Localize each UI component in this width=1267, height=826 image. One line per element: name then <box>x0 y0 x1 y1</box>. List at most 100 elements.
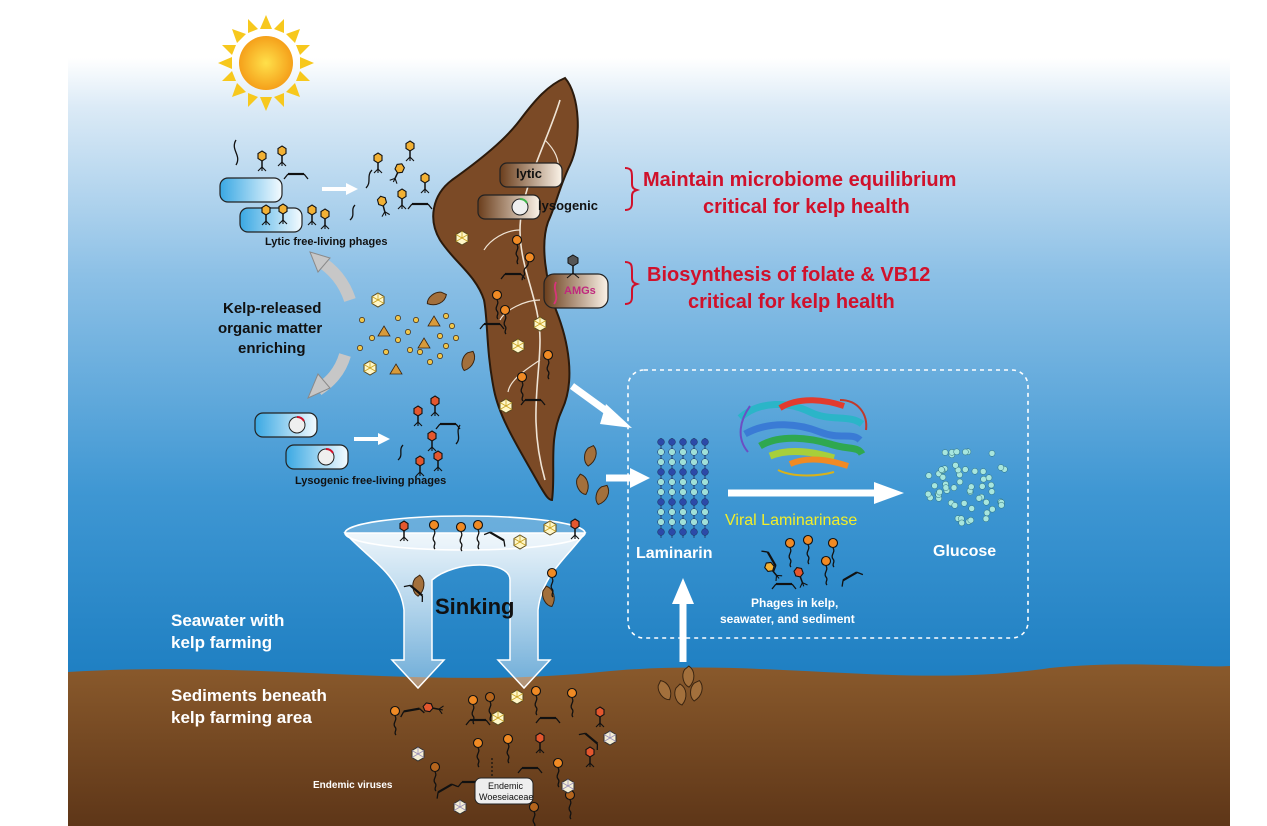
glucose-unit <box>668 448 676 456</box>
glucose-molecule <box>997 464 1005 471</box>
glucose-molecule <box>950 484 958 491</box>
sinking-funnel-icon <box>343 515 587 690</box>
glucose-molecule <box>998 501 1005 509</box>
glucose-unit <box>690 518 698 526</box>
glucose-icon <box>924 448 1008 527</box>
glucose-molecule <box>989 505 996 513</box>
glucose-molecule <box>962 448 969 456</box>
lysogenic-free-living-label: Lysogenic free-living phages <box>295 475 447 487</box>
glucose-unit <box>679 498 687 506</box>
glucose-unit <box>701 498 709 506</box>
organic-matter-icon <box>357 289 479 376</box>
maintain-label-1: Maintain microbiome equilibrium <box>643 169 957 191</box>
lytic-cell-icon <box>499 162 563 188</box>
glucose-molecule <box>968 505 975 512</box>
amgs-label: AMGs <box>564 285 596 297</box>
lytic-label: lytic <box>516 166 543 181</box>
amgs-host-cell-icon <box>543 254 609 309</box>
glucose-molecule <box>941 449 949 456</box>
seawater-label-1: Seawater with <box>171 611 285 630</box>
biosynth-label-2: critical for kelp health <box>688 291 895 313</box>
maintain-label-2: critical for kelp health <box>703 196 910 218</box>
glucose-unit <box>668 518 676 526</box>
lysogenic-released-phages <box>397 395 462 477</box>
kelp-released-label-3: enriching <box>238 340 306 357</box>
glucose-unit <box>657 498 665 506</box>
endemic-viruses-label: Endemic viruses <box>313 780 393 791</box>
lysogenic-cell-icon <box>477 194 541 220</box>
glucose-unit <box>701 448 709 456</box>
glucose-molecule <box>924 490 932 498</box>
phages-kelp-label-1: Phages in kelp, <box>751 596 839 610</box>
glucose-unit <box>679 478 687 486</box>
glucose-unit <box>668 438 676 446</box>
glucose-unit <box>701 468 709 476</box>
glucose-unit <box>701 518 709 526</box>
glucose-unit <box>690 498 698 506</box>
glucose-molecule <box>962 466 969 473</box>
glucose-unit <box>679 458 687 466</box>
glucose-molecule <box>960 500 968 507</box>
glucose-molecule <box>968 483 975 491</box>
sediment-layer <box>68 664 1230 826</box>
seawater-label-2: kelp farming <box>171 633 273 652</box>
viral-laminarinase-label: Viral Laminarinase <box>725 512 858 529</box>
laminarin-label: Laminarin <box>636 545 713 562</box>
glucose-molecule <box>983 509 991 517</box>
glucose-label: Glucose <box>933 543 997 560</box>
sinking-label: Sinking <box>435 594 515 619</box>
glucose-molecule <box>979 468 987 475</box>
phages-kelp-label-2: seawater, and sediment <box>720 612 855 626</box>
glucose-unit <box>668 528 676 536</box>
sediments-label-1: Sediments beneath <box>171 686 327 705</box>
glucose-unit <box>679 488 687 496</box>
glucose-unit <box>690 508 698 516</box>
glucose-unit <box>668 488 676 496</box>
glucose-unit <box>657 488 665 496</box>
endemic-woeseiaceae-label-1: Endemic <box>488 781 524 791</box>
glucose-unit <box>679 468 687 476</box>
glucose-molecule <box>958 519 965 527</box>
glucose-molecule <box>936 488 943 496</box>
laminarin-degradation-box <box>627 369 1029 639</box>
glucose-unit <box>668 478 676 486</box>
glucose-unit <box>690 438 698 446</box>
glucose-unit <box>690 448 698 456</box>
enzyme-structure-icon <box>737 397 868 477</box>
glucose-unit <box>690 478 698 486</box>
glucose-unit <box>657 438 665 446</box>
glucose-molecule <box>979 483 986 490</box>
lysogenic-label: lysogenic <box>538 198 598 213</box>
glucose-unit <box>679 448 687 456</box>
brace-maintain <box>624 167 641 211</box>
glucose-unit <box>690 458 698 466</box>
glucose-unit <box>690 488 698 496</box>
glucose-unit <box>701 488 709 496</box>
woeseiaceae-cell-icon <box>474 758 534 805</box>
glucose-molecule <box>985 474 993 481</box>
glucose-unit <box>668 468 676 476</box>
seawater-background <box>68 58 1230 678</box>
glucose-unit <box>657 458 665 466</box>
glucose-molecule <box>975 495 983 502</box>
biosynth-label-1: Biosynthesis of folate & VB12 <box>647 264 931 286</box>
glucose-unit <box>668 458 676 466</box>
glucose-molecule <box>988 450 996 457</box>
glucose-unit <box>668 498 676 506</box>
glucose-molecule <box>951 502 959 509</box>
glucose-molecule <box>983 499 990 506</box>
laminarin-chain-icon <box>657 438 709 538</box>
glucose-molecule <box>980 475 987 483</box>
glucose-unit <box>701 438 709 446</box>
glucose-unit <box>657 528 665 536</box>
lytic-bacteria <box>219 139 317 233</box>
glucose-unit <box>679 508 687 516</box>
sediments-label-2: kelp farming area <box>171 708 312 727</box>
lysogenic-bacteria <box>254 412 349 470</box>
glucose-unit <box>701 478 709 486</box>
glucose-molecule <box>939 474 947 481</box>
glucose-molecule <box>987 481 995 489</box>
glucose-molecule <box>931 482 938 490</box>
kelp-released-label-2: organic matter <box>218 320 323 337</box>
